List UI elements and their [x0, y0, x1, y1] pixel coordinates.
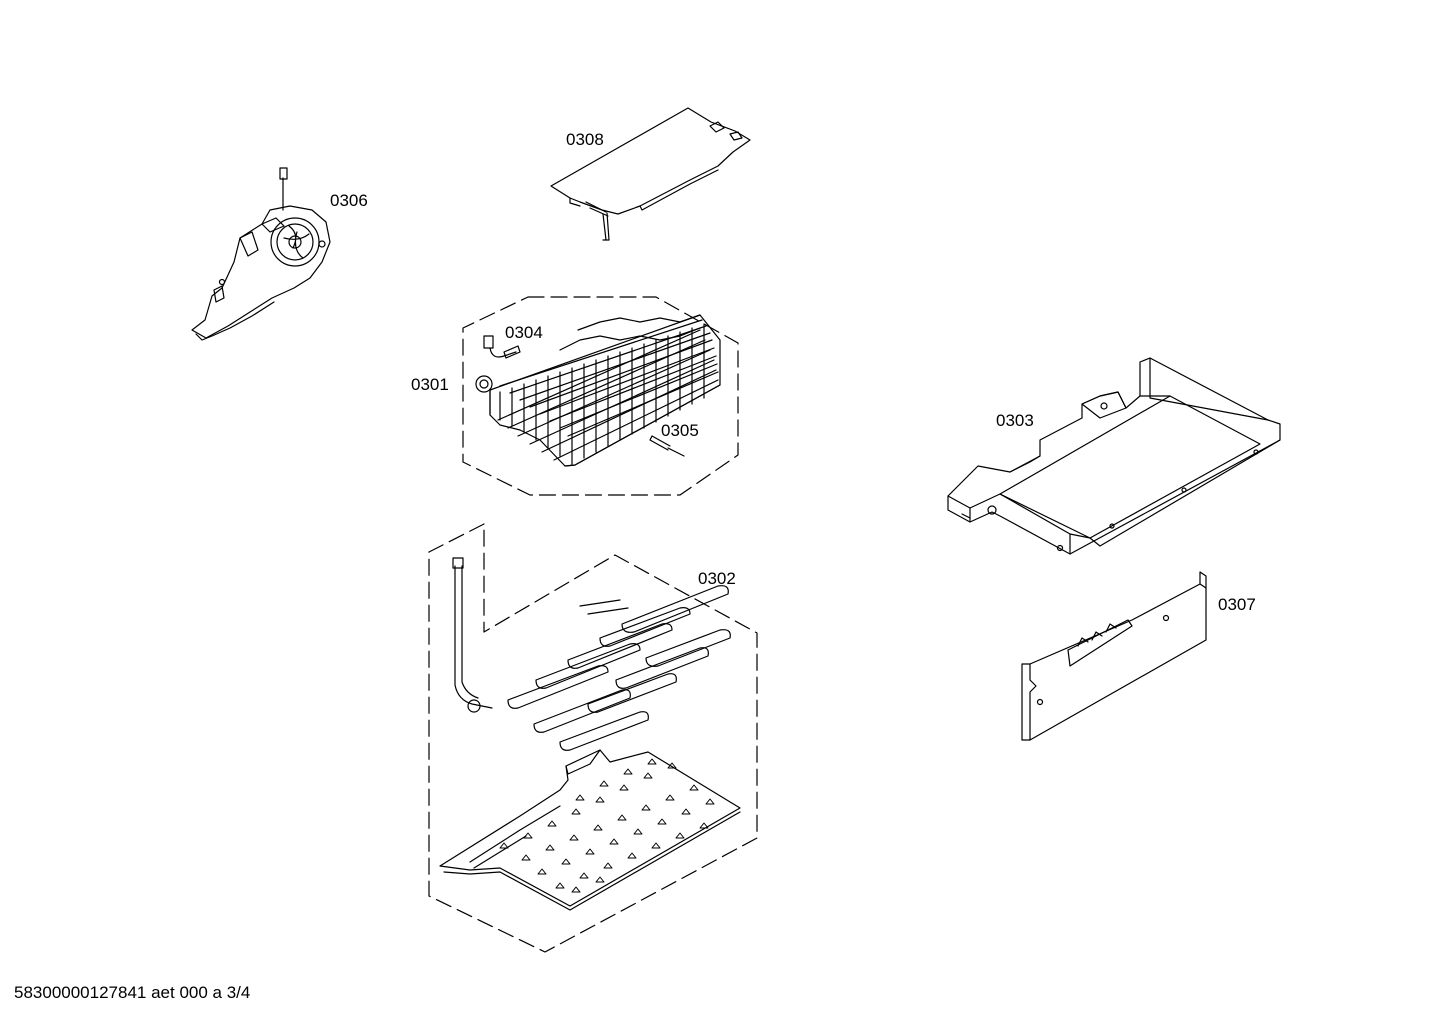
- callout-label-0304: 0304: [505, 323, 543, 342]
- callout-label-0302: 0302: [698, 569, 736, 588]
- callout-label-0307: 0307: [1218, 595, 1256, 614]
- pin-drawing: [650, 436, 684, 456]
- callout-label-0305: 0305: [661, 421, 699, 440]
- panel-drawing: [1022, 572, 1206, 740]
- tray-drawing: [948, 358, 1280, 554]
- cover-plate-drawing: [551, 108, 750, 240]
- drawing-reference-number: 58300000127841 aet 000 a 3/4: [14, 983, 251, 1002]
- sensor-drawing: [484, 336, 520, 358]
- callout-label-0303: 0303: [996, 411, 1034, 430]
- heater-element-drawing: [453, 558, 730, 750]
- callout-label-0308: 0308: [566, 130, 604, 149]
- heater-plate-drawing: [440, 750, 740, 910]
- callout-label-0301: 0301: [411, 375, 449, 394]
- heater-outline: [429, 524, 757, 952]
- evaporator-outline: [463, 297, 738, 495]
- callout-label-0306: 0306: [330, 191, 368, 210]
- fan-assembly-drawing: [192, 168, 330, 340]
- evaporator-coil-drawing: [476, 315, 720, 466]
